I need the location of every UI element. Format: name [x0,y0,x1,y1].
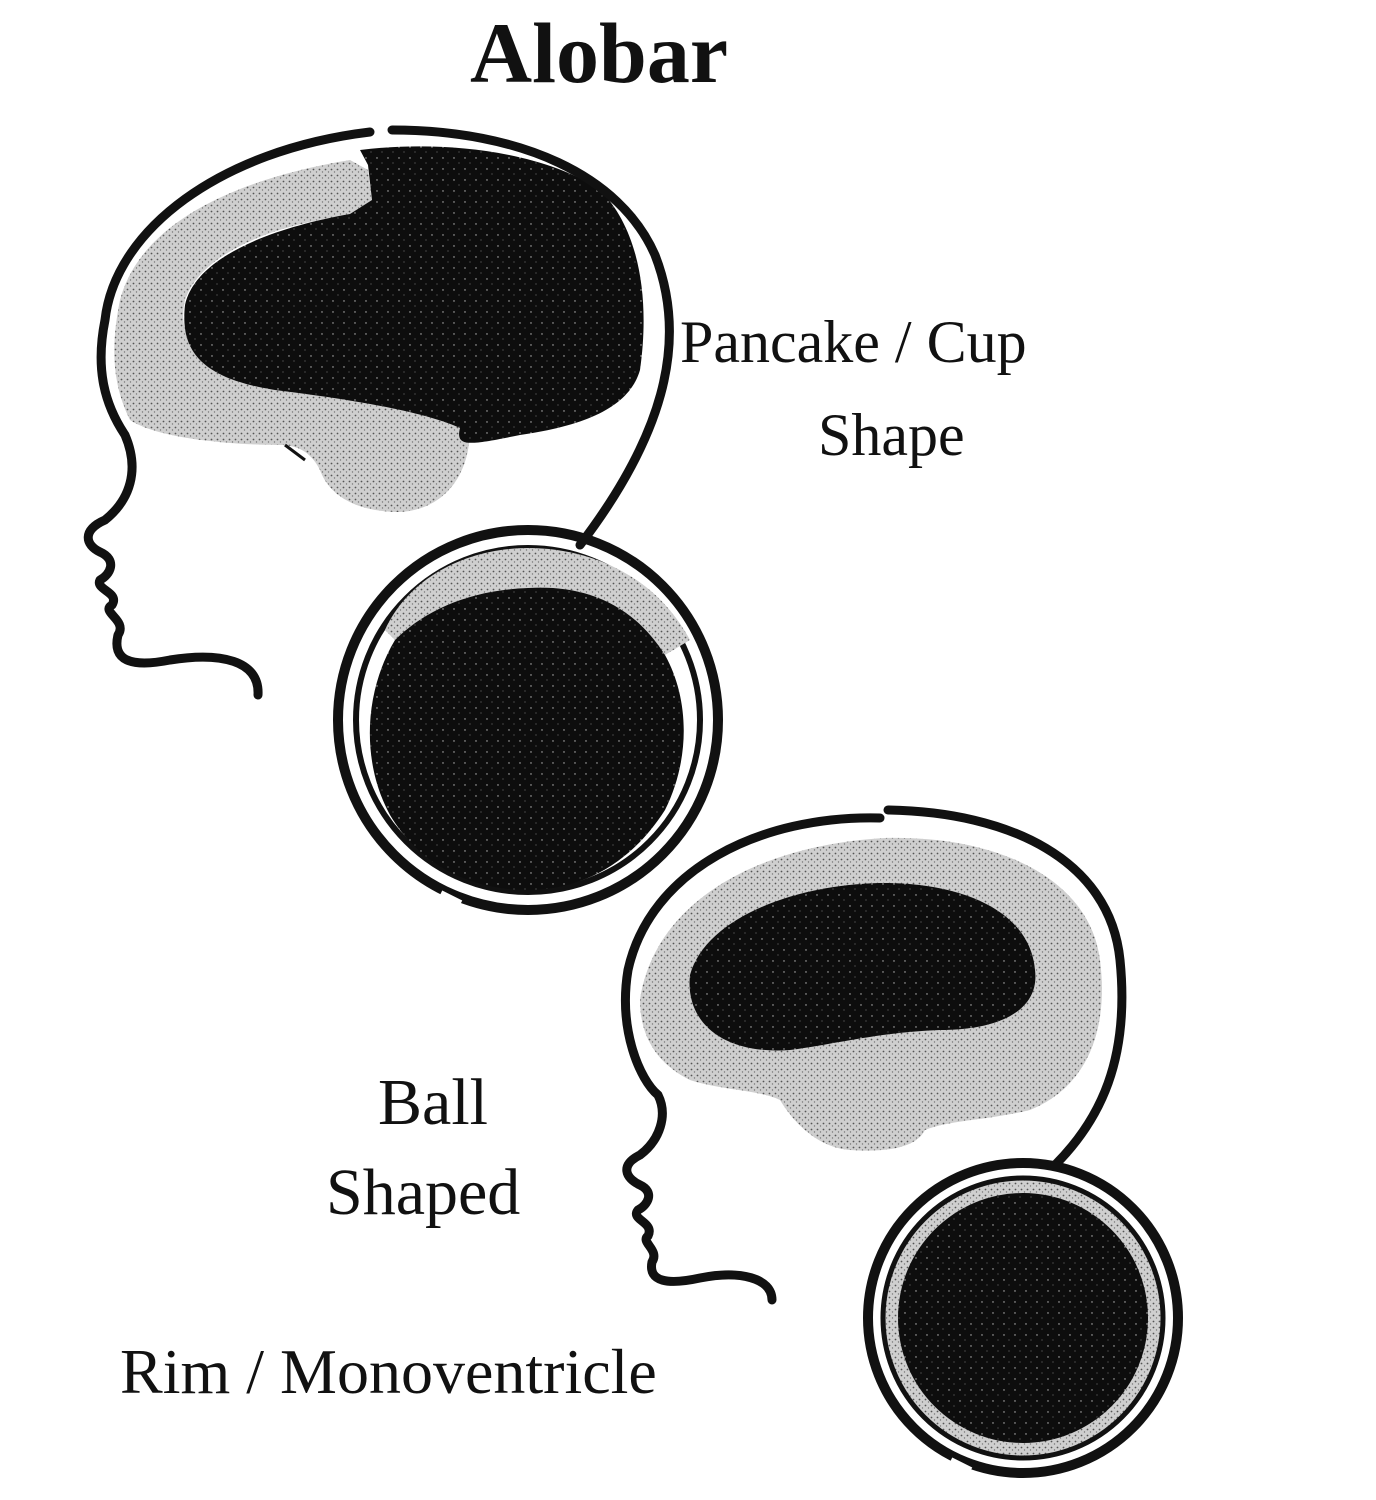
axial-section-ball [863,1158,1183,1478]
brain-tissue-pancake [114,160,471,512]
axial-gap-1 [437,890,463,910]
label-pancake-shape: Shape [818,402,965,468]
nasal-tick-pancake [284,443,306,462]
head-outline-ball [621,813,885,1305]
diagram-title: Alobar [470,5,728,101]
skull-arc-ball [883,805,1127,1170]
label-pancake-cup: Pancake / Cup [680,309,1027,375]
axial-skull-outer-1 [333,525,723,915]
label-ball-shaped: Shaped [326,1156,521,1229]
ventricle-ball [689,882,1036,1051]
axial-section-pancake [333,525,723,915]
sagittal-head-pancake [83,125,674,700]
label-rim-monoventricle: Rim / Monoventricle [120,1336,657,1407]
sagittal-head-ball [621,805,1127,1305]
label-ball: Ball [378,1066,488,1139]
head-outline-pancake [83,127,375,700]
axial-gap-2 [947,1457,973,1477]
axial-cup-tissue-1 [385,548,690,655]
axial-skull-outer-2 [863,1158,1183,1478]
skull-arc-pancake [387,125,674,550]
axial-ventricle-2 [898,1193,1148,1443]
ventricle-pancake [184,146,644,443]
axial-ventricle-1 [369,587,684,890]
